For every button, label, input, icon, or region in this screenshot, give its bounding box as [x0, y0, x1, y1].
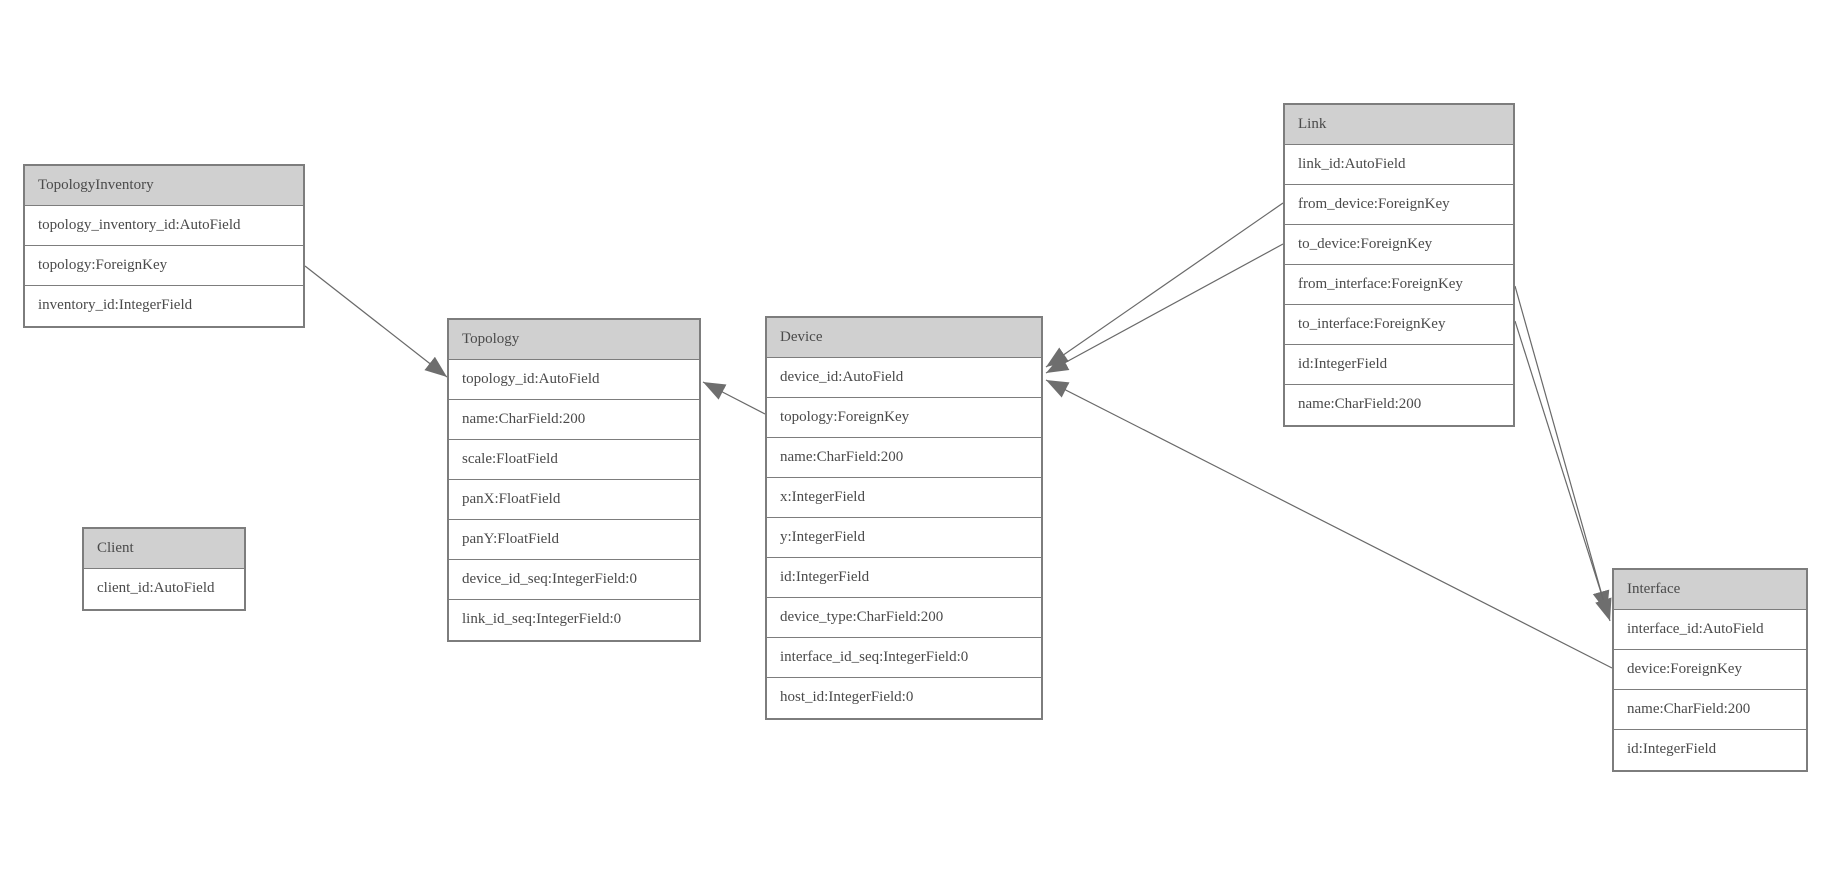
- field-row: to_interface:ForeignKey: [1285, 305, 1513, 345]
- entity-link-title: Link: [1285, 105, 1513, 145]
- field-row: interface_id_seq:IntegerField:0: [767, 638, 1041, 678]
- field-row: client_id:AutoField: [97, 580, 215, 596]
- field-row: name:CharField:200: [1298, 396, 1422, 412]
- edge-link-todevice-to-device: [1045, 243, 1284, 374]
- entity-device-title: Device: [767, 318, 1041, 358]
- field-row: device_type:CharField:200: [767, 598, 1041, 638]
- field-row: id:IntegerField: [1627, 741, 1717, 757]
- entity-interface-title: Interface: [1614, 570, 1806, 610]
- field-row: panY:FloatField: [449, 520, 699, 560]
- field-row: name:CharField:200: [1614, 690, 1806, 730]
- edge-device-to-topology: [702, 381, 766, 415]
- field-row: topology:ForeignKey: [767, 398, 1041, 438]
- entity-client: Client client_id:AutoField: [82, 527, 246, 611]
- field-row: name:CharField:200: [449, 400, 699, 440]
- entity-client-fields: client_id:AutoField: [84, 569, 244, 609]
- entity-topology-inventory: TopologyInventory topology_inventory_id:…: [23, 164, 305, 328]
- field-row: link_id:AutoField: [1285, 145, 1513, 185]
- field-row: link_id_seq:IntegerField:0: [462, 611, 622, 627]
- entity-client-title: Client: [84, 529, 244, 569]
- field-row: device_id:AutoField: [767, 358, 1041, 398]
- edge-topologyinventory-to-topology: [304, 265, 448, 378]
- field-row: id:IntegerField: [1285, 345, 1513, 385]
- field-row: inventory_id:IntegerField: [38, 297, 193, 313]
- field-row: topology:ForeignKey: [25, 246, 303, 286]
- edge-link-fromdevice-to-device: [1045, 202, 1284, 368]
- field-row: from_device:ForeignKey: [1285, 185, 1513, 225]
- field-row: panX:FloatField: [449, 480, 699, 520]
- field-row: host_id:IntegerField:0: [780, 689, 914, 705]
- field-row: device_id_seq:IntegerField:0: [449, 560, 699, 600]
- edge-link-frominterface-to-interface: [1514, 285, 1610, 614]
- field-row: from_interface:ForeignKey: [1285, 265, 1513, 305]
- edge-interface-to-device: [1045, 379, 1613, 669]
- field-row: topology_inventory_id:AutoField: [25, 206, 303, 246]
- entity-topology-inventory-title: TopologyInventory: [25, 166, 303, 206]
- field-row: name:CharField:200: [767, 438, 1041, 478]
- field-row: id:IntegerField: [767, 558, 1041, 598]
- field-row: topology_id:AutoField: [449, 360, 699, 400]
- field-row: y:IntegerField: [767, 518, 1041, 558]
- edge-link-tointerface-to-interface: [1514, 320, 1612, 622]
- field-row: x:IntegerField: [767, 478, 1041, 518]
- field-row: device:ForeignKey: [1614, 650, 1806, 690]
- field-row: scale:FloatField: [449, 440, 699, 480]
- field-row: interface_id:AutoField: [1614, 610, 1806, 650]
- field-row: to_device:ForeignKey: [1285, 225, 1513, 265]
- entity-topology-title: Topology: [449, 320, 699, 360]
